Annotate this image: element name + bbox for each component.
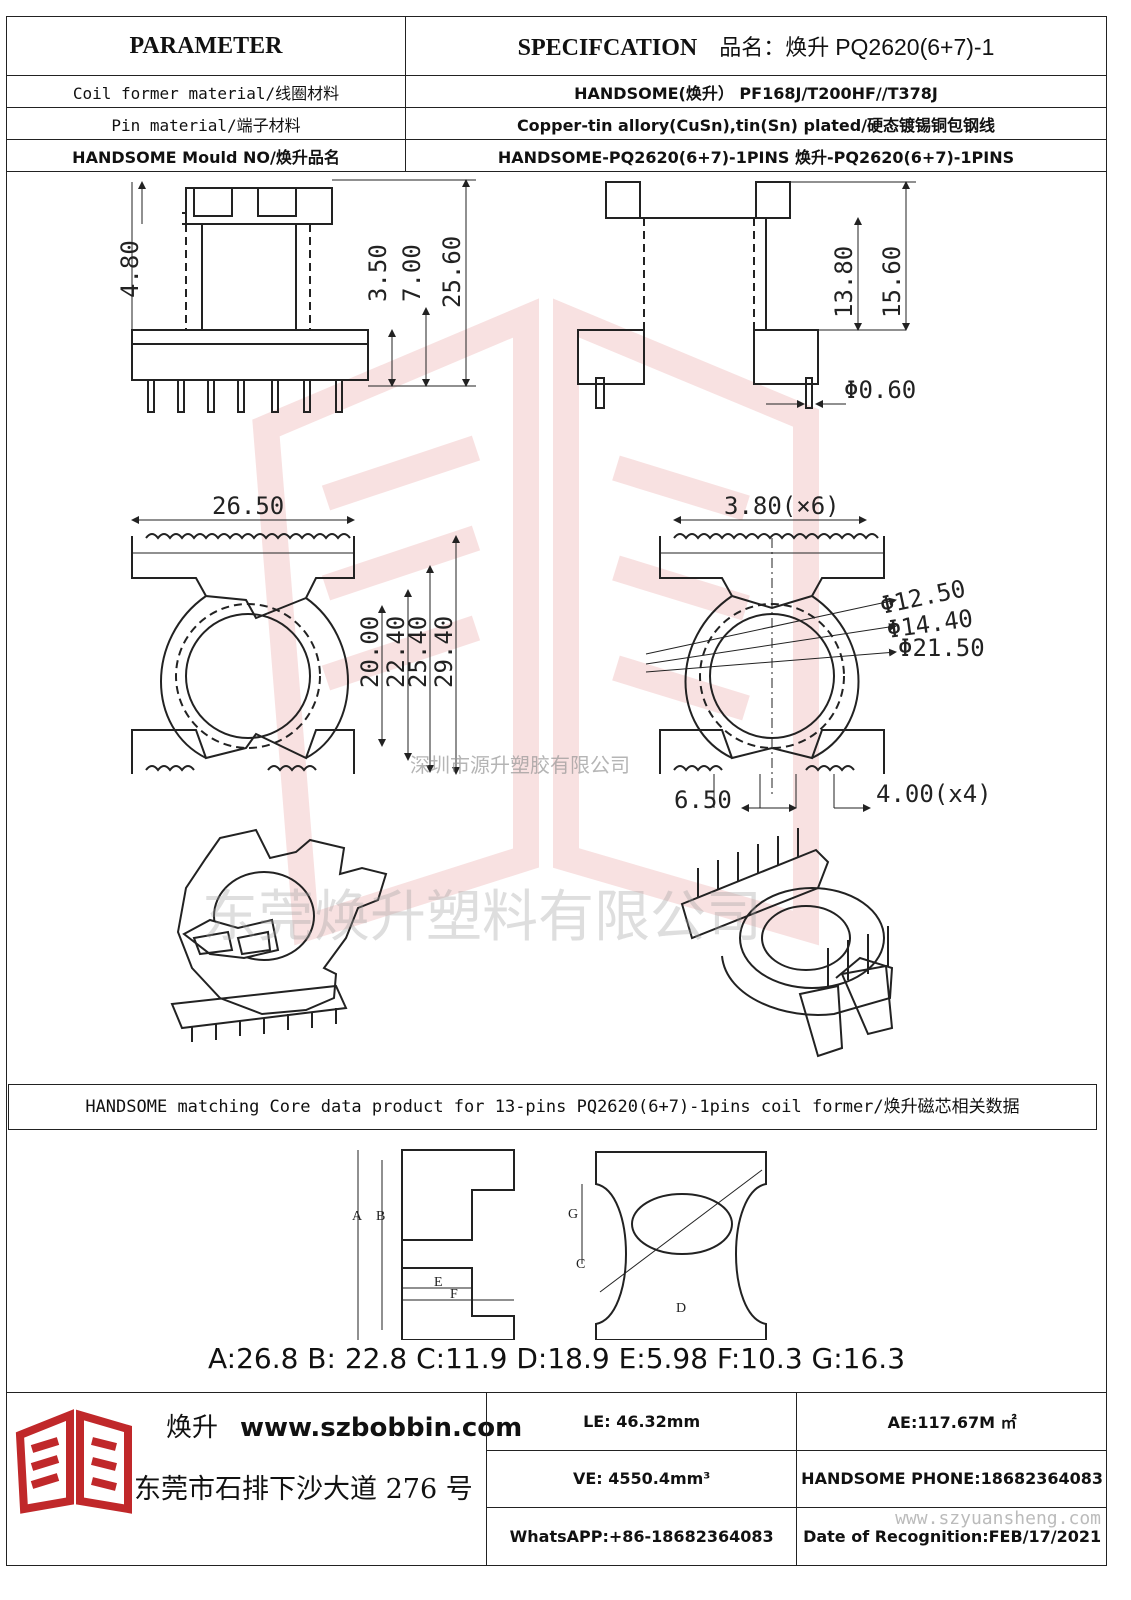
dimension-labels: 4.80 3.50 7.00 25.60 13.80 15.60 Φ0.60 2… — [116, 236, 992, 814]
watermark-company-large: 东莞焕升塑料有限公司 — [202, 885, 762, 950]
dim-f-label: 20.00 — [356, 616, 384, 688]
core-label-e: E — [434, 1275, 443, 1290]
footer: 焕升 www.szbobbin.com 东莞市石排下沙大道 276 号 LE: 4… — [6, 1392, 1107, 1566]
core-label-a: A — [352, 1209, 363, 1224]
spec-label: SPECIFCATION — [517, 35, 698, 61]
website-link[interactable]: www.szbobbin.com — [240, 1413, 523, 1443]
dim-d-label: 25.60 — [438, 236, 466, 308]
ve-value: VE: 4550.4mm³ — [485, 1450, 797, 1509]
isometric-view-left — [170, 828, 388, 1042]
core-label-g: G — [568, 1207, 578, 1222]
spec-coil-material: HANDSOME(焕升） PF168J/T200HF//T378J — [405, 75, 1107, 108]
dim-k-label: 15.60 — [878, 246, 906, 318]
dim-h-label: 25.40 — [404, 616, 432, 688]
param-coil-material: Coil former material/线圈材料 — [6, 75, 406, 108]
spec-mould-no: HANDSOME-PQ2620(6+7)-1PINS 焕升-PQ2620(6+7… — [405, 139, 1107, 172]
core-label-f: F — [450, 1287, 458, 1302]
core-label-d: D — [676, 1301, 686, 1316]
dim-a-label: 4.80 — [116, 240, 144, 298]
side-view — [577, 181, 916, 409]
core-label-b: B — [376, 1209, 385, 1224]
core-label-c: C — [576, 1257, 585, 1272]
core-side-profile — [401, 1149, 515, 1340]
address: 东莞市石排下沙大道 276 号 — [134, 1474, 473, 1505]
param-mould-no: HANDSOME Mould NO/焕升品名 — [6, 139, 406, 172]
product-name: PQ2620(6+7)-1 — [835, 34, 995, 60]
parameter-heading: PARAMETER — [6, 16, 406, 76]
core-data-caption: HANDSOME matching Core data product for … — [8, 1084, 1097, 1130]
spec-header-table: PARAMETER SPECIFCATION 品名：焕升 PQ2620(6+7)-… — [6, 16, 1107, 172]
spec-pin-material: Copper-tin allory(CuSn),tin(Sn) plated/硬… — [405, 107, 1107, 140]
le-value: LE: 46.32mm — [485, 1393, 797, 1451]
dim-l-label: Φ0.60 — [844, 376, 916, 404]
top-view-left — [131, 516, 460, 775]
ae-value: AE:117.67M ㎡ — [796, 1393, 1107, 1451]
watermark-site: www.szyuansheng.com — [895, 1508, 1101, 1529]
front-view — [131, 179, 476, 413]
brand-cn: 焕升 — [166, 1413, 219, 1443]
dim-r-label: 4.00(x4) — [876, 780, 992, 808]
dim-q-label: 6.50 — [674, 786, 732, 814]
product-name-cn: 品名：焕升 — [719, 36, 830, 61]
whatsapp-value: WhatsAPP:+86-18682364083 — [485, 1507, 797, 1566]
dim-p-label: Φ21.50 — [898, 634, 985, 662]
dim-b-label: 3.50 — [364, 244, 392, 302]
watermark-company-small: 深圳市源升塑胶有限公司 — [410, 753, 630, 777]
core-drawing: A B C D E F G — [352, 1149, 767, 1340]
isometric-view-right — [680, 828, 894, 1058]
company-logo — [15, 1409, 132, 1514]
brand-line: 焕升 www.szbobbin.com — [166, 1407, 522, 1444]
top-view-right — [645, 516, 897, 812]
logo-watermark — [252, 298, 819, 946]
dim-m-label: 3.80(×6) — [724, 492, 840, 520]
dim-g-label: 22.40 — [382, 616, 410, 688]
dim-e-label: 26.50 — [212, 492, 284, 520]
core-info-table: LE: 46.32mm AE:117.67M ㎡ VE: 4550.4mm³ H… — [485, 1393, 1107, 1566]
bobbin-technical-drawing: 4.80 3.50 7.00 25.60 13.80 15.60 Φ0.60 2… — [116, 179, 992, 1058]
dim-i-label: 29.40 — [430, 616, 458, 688]
recognition-date: Date of Recognition:FEB/17/2021 — [796, 1507, 1107, 1566]
phone-value: HANDSOME PHONE:18682364083 — [796, 1450, 1107, 1509]
core-top-profile — [595, 1151, 767, 1340]
core-values: A:26.8 B: 22.8 C:11.9 D:18.9 E:5.98 F:10… — [207, 1342, 906, 1375]
specification-heading: SPECIFCATION 品名：焕升 PQ2620(6+7)-1 — [405, 16, 1107, 76]
dim-c-label: 7.00 — [398, 244, 426, 302]
front-view-pins — [147, 379, 343, 413]
param-pin-material: Pin material/端子材料 — [6, 107, 406, 140]
dim-j-label: 13.80 — [830, 246, 858, 318]
